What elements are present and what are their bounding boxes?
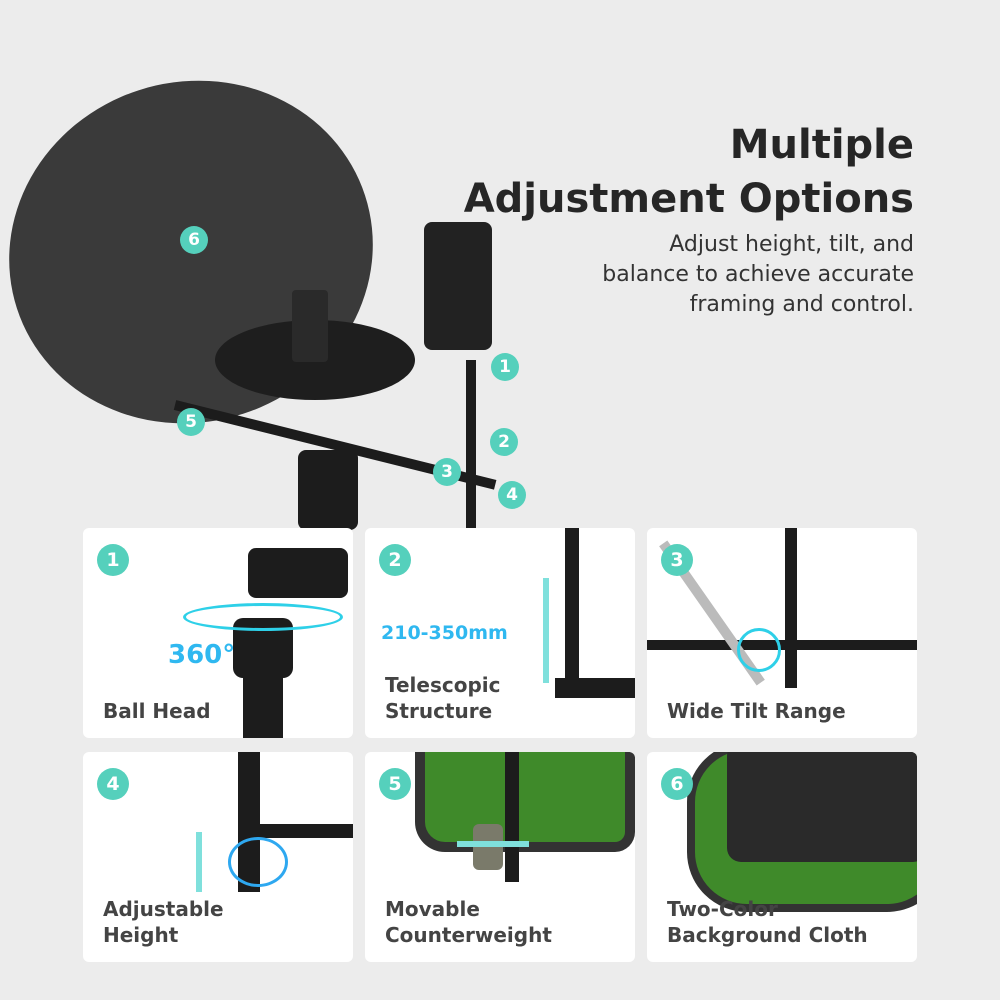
card-label: Wide Tilt Range bbox=[667, 698, 846, 724]
subtitle-line-1: Adjust height, tilt, and bbox=[669, 232, 914, 257]
card-label-line: Height bbox=[103, 923, 179, 947]
card-label-line: Wide Tilt Range bbox=[667, 699, 846, 723]
card-badge: 2 bbox=[379, 544, 411, 576]
tilt-arrow-icon bbox=[737, 628, 781, 672]
rotate-arrow-icon bbox=[228, 837, 288, 887]
tripod-head bbox=[298, 450, 358, 530]
vertical-arrow-icon bbox=[543, 578, 549, 683]
clamp-image bbox=[555, 678, 635, 698]
subtitle-line-2: balance to achieve accurate bbox=[602, 262, 914, 287]
pole-image bbox=[243, 668, 283, 738]
arm-image bbox=[253, 824, 353, 838]
card-badge: 3 bbox=[661, 544, 693, 576]
cloth-image bbox=[415, 752, 635, 852]
vertical-pole-image bbox=[785, 528, 797, 688]
vertical-arrow-icon bbox=[196, 832, 202, 892]
card-label-line: Telescopic bbox=[385, 673, 501, 697]
page-subtitle: Adjust height, tilt, and balance to achi… bbox=[602, 230, 914, 320]
hero-badge-6: 6 bbox=[180, 226, 208, 254]
camera bbox=[292, 290, 328, 362]
card-badge: 5 bbox=[379, 768, 411, 800]
counterweight-image bbox=[473, 824, 503, 870]
page-title: Multiple Adjustment Options bbox=[464, 118, 914, 226]
hero-badge-2: 2 bbox=[490, 428, 518, 456]
feature-card-ball-head: 1 360° Ball Head bbox=[83, 528, 353, 738]
telescopic-pole-image bbox=[565, 528, 579, 698]
card-label-line: Counterweight bbox=[385, 923, 552, 947]
card-badge: 1 bbox=[97, 544, 129, 576]
arm-image bbox=[647, 640, 917, 650]
product-illustration: 1 2 3 4 5 6 bbox=[0, 0, 560, 530]
hero-badge-3: 3 bbox=[433, 458, 461, 486]
card-label-line: Background Cloth bbox=[667, 923, 868, 947]
card-label: Ball Head bbox=[103, 698, 211, 724]
card-badge: 6 bbox=[661, 768, 693, 800]
title-line-1: Multiple bbox=[729, 122, 914, 168]
rotation-annotation: 360° bbox=[168, 640, 236, 670]
title-line-2: Adjustment Options bbox=[463, 176, 914, 222]
rod-image bbox=[505, 752, 519, 882]
card-label-line: Ball Head bbox=[103, 699, 211, 723]
phone bbox=[424, 222, 492, 350]
hero-badge-4: 4 bbox=[498, 481, 526, 509]
background-cloth bbox=[0, 33, 418, 471]
card-label-line: Adjustable bbox=[103, 897, 224, 921]
telescopic-pole bbox=[466, 360, 476, 530]
card-label-line: Movable bbox=[385, 897, 480, 921]
card-badge: 4 bbox=[97, 768, 129, 800]
card-label-line: Two-Color bbox=[667, 897, 778, 921]
horizontal-arrow-icon bbox=[457, 841, 529, 847]
length-annotation: 210-350mm bbox=[381, 622, 508, 644]
black-side-image bbox=[727, 752, 917, 862]
rotation-arrow-icon bbox=[183, 603, 343, 631]
subtitle-line-3: framing and control. bbox=[689, 292, 914, 317]
plate-image bbox=[248, 548, 348, 598]
card-label-line: Structure bbox=[385, 699, 493, 723]
hero-badge-1: 1 bbox=[491, 353, 519, 381]
feature-card-tilt: 3 Wide Tilt Range bbox=[647, 528, 917, 738]
hero-badge-5: 5 bbox=[177, 408, 205, 436]
